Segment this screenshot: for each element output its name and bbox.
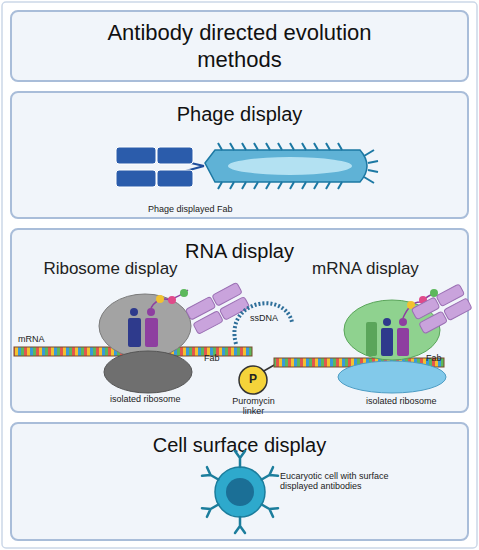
part-label: Fab bbox=[204, 353, 234, 363]
part-label: Fab bbox=[426, 353, 456, 363]
title-box: Antibody directed evolution methods bbox=[10, 10, 469, 82]
part-label: Puromycin linker bbox=[226, 396, 281, 417]
panel-box: Phage display bbox=[10, 91, 469, 219]
caption-label: Phage displayed Fab bbox=[148, 204, 248, 214]
panel-heading: Cell surface display bbox=[12, 424, 467, 457]
panel-box: Cell surface display bbox=[10, 422, 469, 541]
title-text: Antibody directed evolution methods bbox=[75, 19, 405, 73]
part-label: isolated ribosome bbox=[366, 396, 456, 406]
section-heading: Ribosome display bbox=[28, 259, 193, 279]
part-label: isolated ribosome bbox=[110, 394, 200, 404]
panel-box: RNA display bbox=[10, 228, 469, 413]
section-heading: mRNA display bbox=[283, 259, 448, 279]
panel-heading: Phage display bbox=[12, 93, 467, 126]
caption-label: Eucaryotic cell with surface displayed a… bbox=[280, 471, 412, 492]
part-label: mRNA bbox=[18, 334, 58, 344]
part-label: ssDNA bbox=[250, 313, 290, 323]
panel-heading: RNA display bbox=[12, 230, 467, 263]
symbol-label: P bbox=[243, 373, 263, 387]
